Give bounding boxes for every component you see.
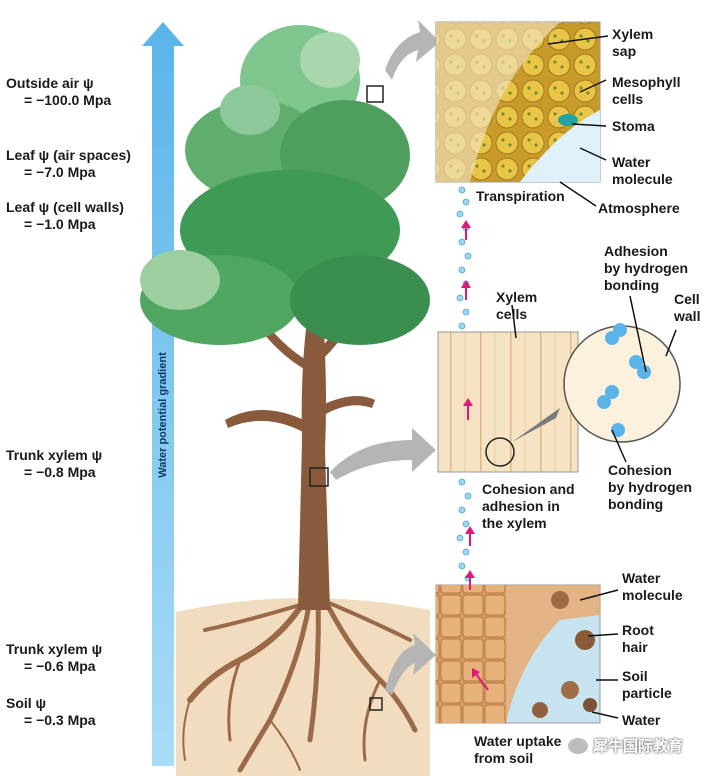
label-soil: Soil ψ= −0.3 Mpa — [6, 695, 96, 728]
tree-canopy — [140, 25, 430, 345]
soil-ground — [176, 597, 430, 776]
water-column — [456, 186, 472, 582]
label-leaf-cell-walls: Leaf ψ (cell walls)= −1.0 Mpa — [6, 199, 124, 232]
leaf-zoom-marker — [366, 85, 384, 103]
water-potential-gradient-arrow — [142, 22, 184, 766]
label-outside-air: Outside air ψ= −100.0 Mpa — [6, 75, 112, 108]
leaf-panel — [435, 21, 601, 183]
label-stoma: Stoma — [612, 118, 655, 134]
label-trunk-xylem-lower: Trunk xylem ψ= −0.6 Mpa — [6, 641, 103, 674]
leader-lines — [511, 35, 677, 719]
trunk-zoom-marker — [309, 467, 329, 487]
leaf-zoom-arrow — [385, 20, 440, 80]
trunk-zoom-arrow — [330, 428, 436, 480]
root-system — [182, 597, 418, 773]
label-water: Water — [622, 712, 661, 728]
root-zoom-marker — [369, 697, 383, 711]
label-transpiration: Transpiration — [476, 188, 565, 204]
watermark: 犀牛国际教育 — [568, 735, 683, 756]
root-zoom-arrow — [385, 633, 436, 695]
molecule-zoom-circle — [563, 323, 681, 443]
stem-panel — [437, 331, 579, 473]
gradient-label: Water potential gradient — [157, 352, 169, 478]
root-panel — [435, 584, 601, 724]
wechat-icon — [568, 737, 588, 754]
flow-arrows — [461, 220, 489, 691]
label-atmosphere: Atmosphere — [598, 200, 680, 216]
label-trunk-xylem-upper: Trunk xylem ψ= −0.8 Mpa — [6, 447, 103, 480]
label-leaf-air-spaces: Leaf ψ (air spaces)= −7.0 Mpa — [6, 147, 131, 180]
